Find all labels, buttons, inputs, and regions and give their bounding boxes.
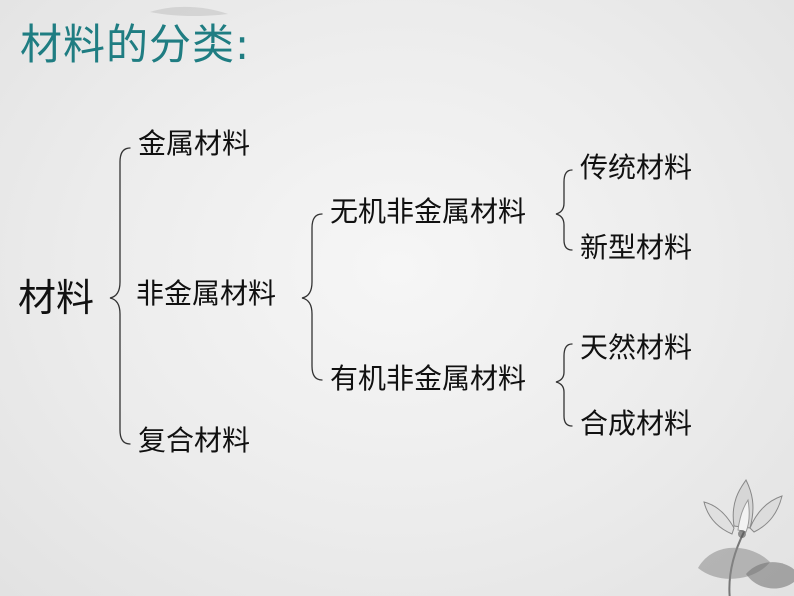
node-inorganic-nonmetal: 无机非金属材料 <box>330 195 527 228</box>
node-natural-materials: 天然材料 <box>580 331 693 364</box>
node-materials: 材料 <box>18 276 95 320</box>
node-traditional-materials: 传统材料 <box>580 151 693 184</box>
brace-root <box>109 147 131 445</box>
brace-inorganic <box>555 169 573 251</box>
node-new-type-materials: 新型材料 <box>580 231 693 264</box>
brace-nonmetal <box>301 213 323 381</box>
node-nonmetal-materials: 非金属材料 <box>136 277 277 310</box>
slide-title: 材料的分类: <box>20 20 251 69</box>
node-composite-materials: 复合材料 <box>138 424 251 457</box>
brace-organic <box>555 343 573 427</box>
node-synthetic-materials: 合成材料 <box>580 407 693 440</box>
node-metal-materials: 金属材料 <box>138 127 251 160</box>
node-organic-nonmetal: 有机非金属材料 <box>330 362 527 395</box>
